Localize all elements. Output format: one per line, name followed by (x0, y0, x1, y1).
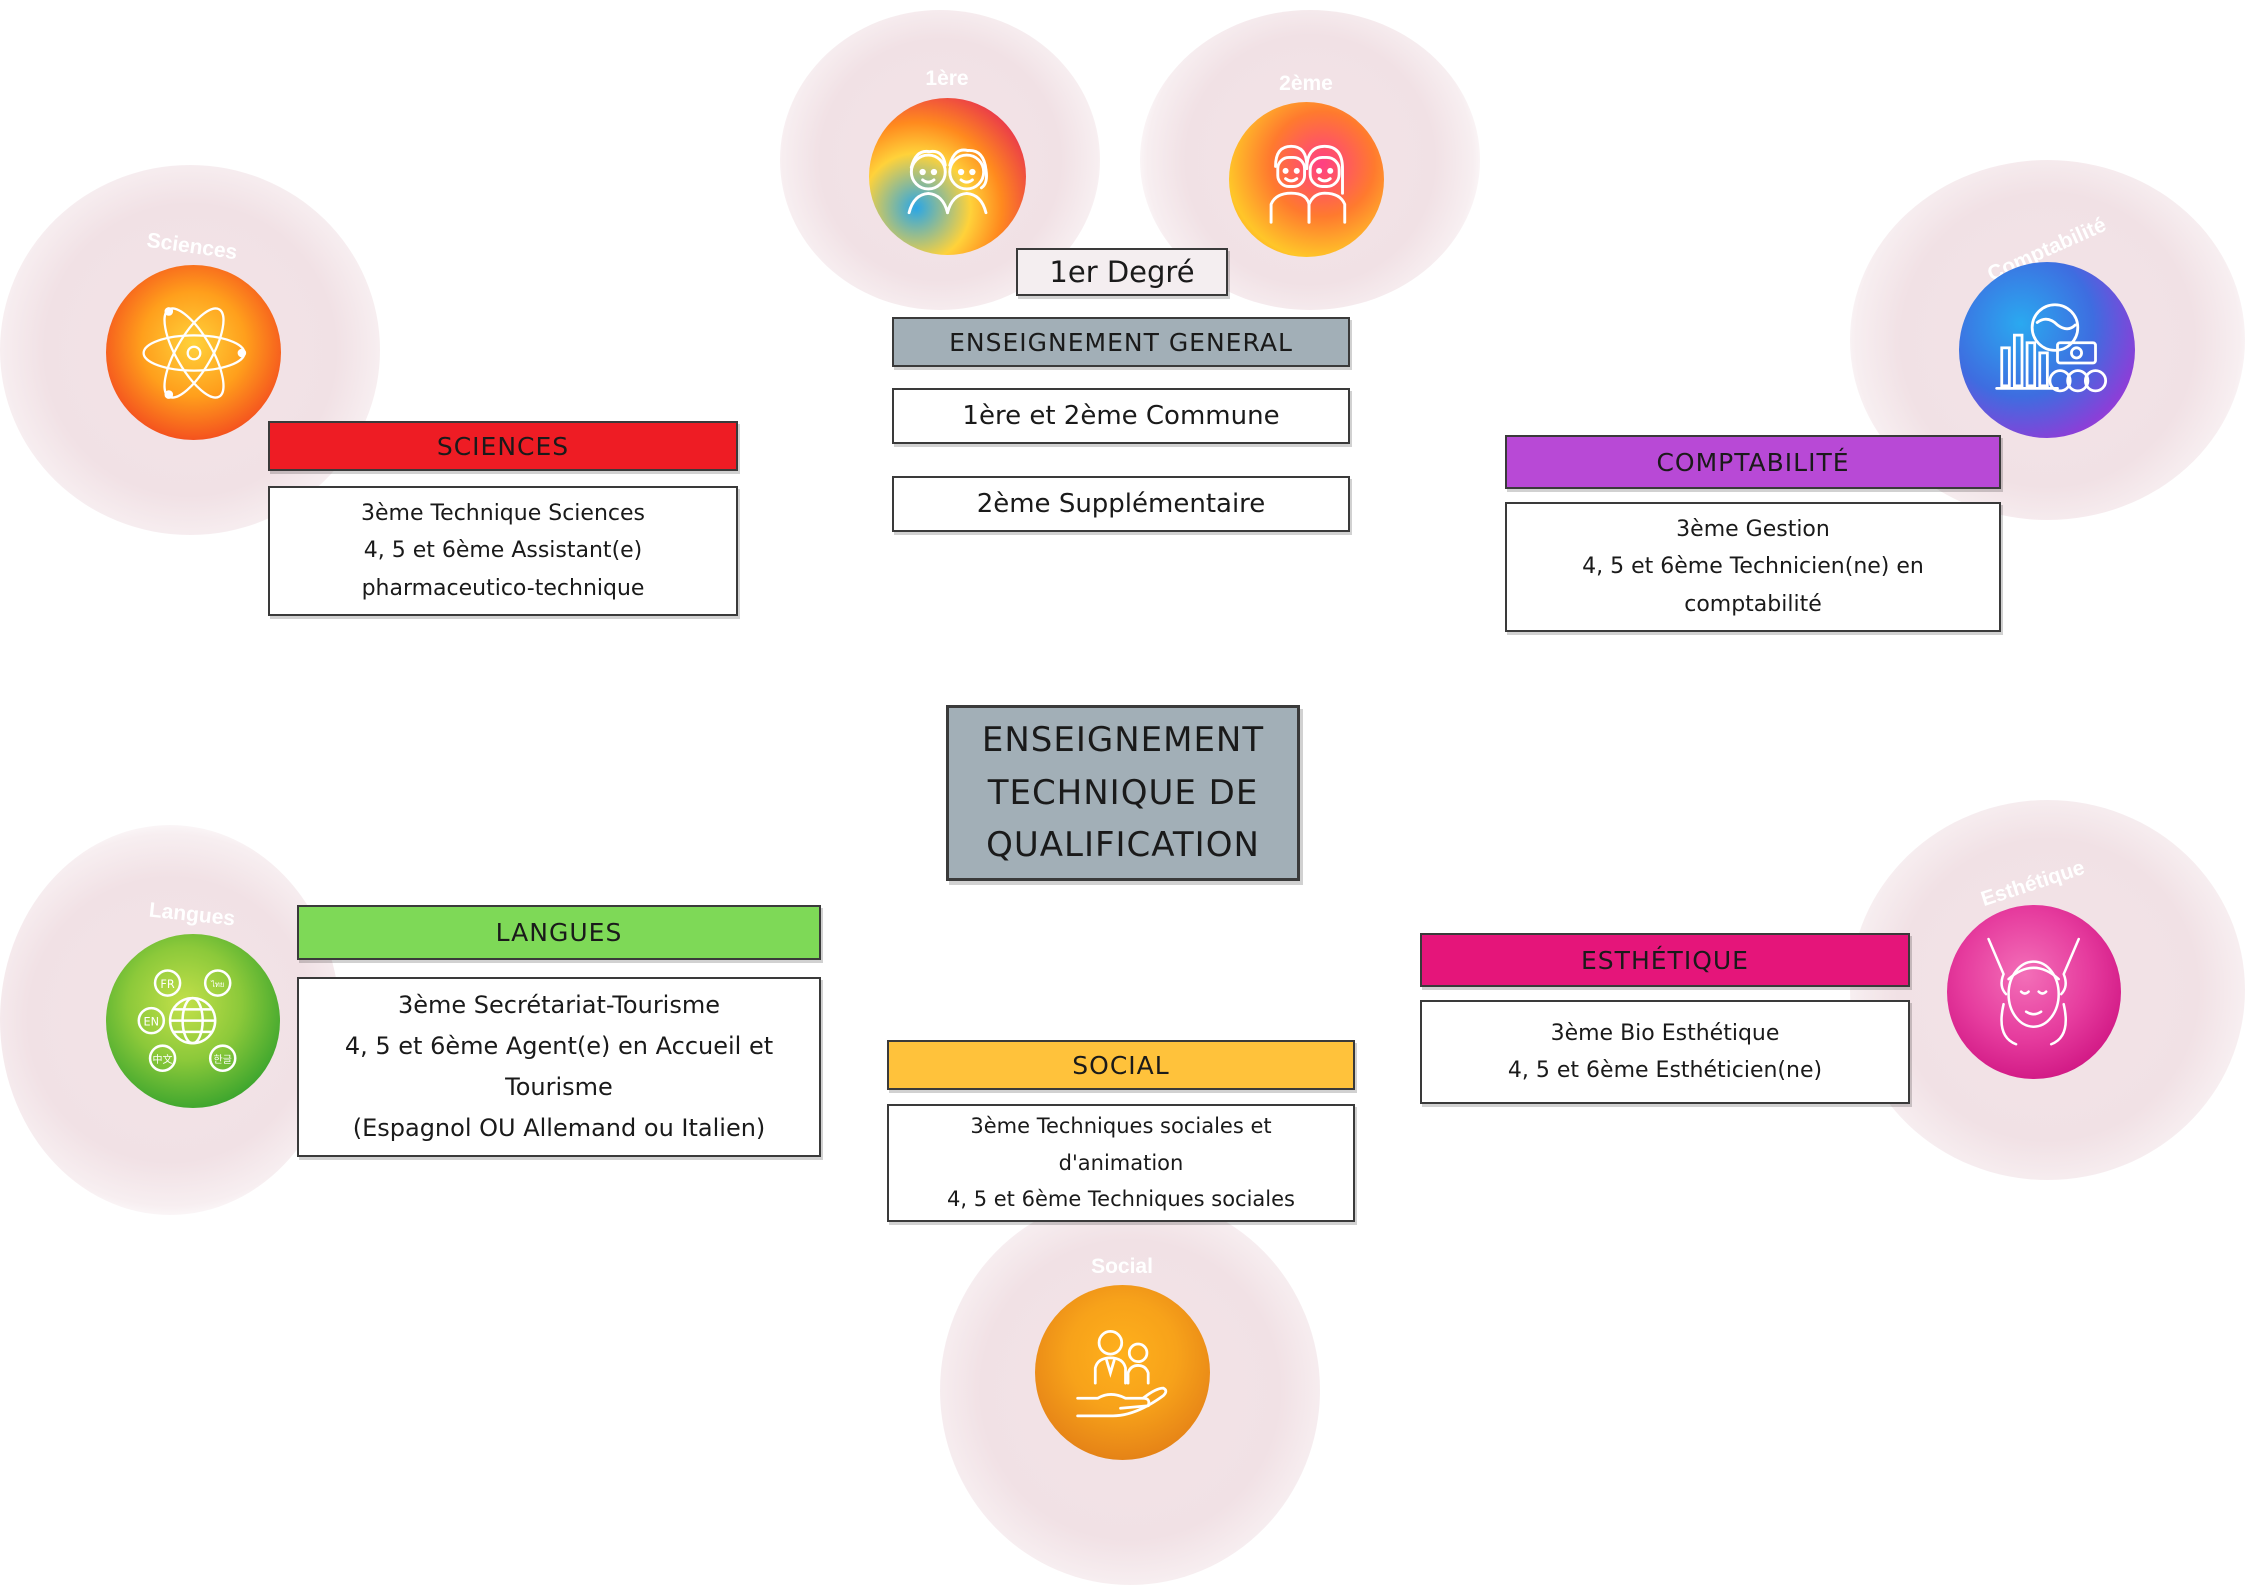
lang-tag-zh: 中文 (153, 1054, 173, 1067)
langues-line: (Espagnol OU Allemand ou Italien) (352, 1113, 766, 1142)
premiere-label: 1ère (925, 67, 969, 90)
langues-header-text: LANGUES (495, 918, 623, 947)
center-line-2: TECHNIQUE DE (987, 772, 1259, 813)
lang-tag-thai: ไทย (210, 980, 224, 989)
lang-tag-ko: 한글 (214, 1055, 232, 1067)
sciences-line: 3ème Technique Sciences (360, 500, 645, 526)
face-care-icon (1947, 905, 2121, 1079)
esthetique-line: 4, 5 et 6ème Esthéticien(ne) (1507, 1058, 1823, 1083)
general-header-text: ENSEIGNEMENT GENERAL (949, 327, 1293, 357)
langues-line: 4, 5 et 6ème Agent(e) en Accueil et (344, 1032, 774, 1061)
social-header: SOCIAL (887, 1040, 1355, 1090)
center-title: ENSEIGNEMENT TECHNIQUE DE QUALIFICATION (946, 705, 1300, 881)
sciences-header: SCIENCES (268, 421, 738, 471)
languages-globe-icon: FR ไทย EN 中文 한글 (106, 934, 280, 1108)
esthetique-header: ESTHÉTIQUE (1420, 933, 1910, 987)
langues-header: LANGUES (297, 905, 821, 960)
comptabilite-header: COMPTABILITÉ (1505, 435, 2001, 489)
comptabilite-body: 3ème Gestion 4, 5 et 6ème Technicien(ne)… (1505, 502, 2001, 632)
commune-box: 1ère et 2ème Commune (892, 388, 1350, 444)
esthetique-line: 3ème Bio Esthétique (1550, 1020, 1780, 1046)
center-line-1: ENSEIGNEMENT (981, 719, 1265, 760)
commune-text: 1ère et 2ème Commune (962, 401, 1280, 431)
center-line-3: QUALIFICATION (986, 825, 1260, 866)
helping-hand-icon (1035, 1285, 1210, 1460)
atom-icon (106, 265, 281, 440)
supplementaire-text: 2ème Supplémentaire (976, 489, 1266, 519)
deuxieme-label: 2ème (1279, 72, 1333, 95)
esthetique-body: 3ème Bio Esthétique 4, 5 et 6ème Esthéti… (1420, 1000, 1910, 1104)
social-header-text: SOCIAL (1072, 1050, 1170, 1080)
teens-icon (1229, 102, 1384, 257)
comptabilite-line: 4, 5 et 6ème Technicien(ne) en (1582, 554, 1924, 580)
langues-body: 3ème Secrétariat-Tourisme 4, 5 et 6ème A… (297, 977, 821, 1157)
comptabilite-header-text: COMPTABILITÉ (1656, 447, 1850, 477)
sciences-header-text: SCIENCES (436, 431, 570, 461)
social-line: d'animation (1058, 1150, 1184, 1175)
lang-tag-en: EN (144, 1016, 160, 1029)
esthetique-header-text: ESTHÉTIQUE (1581, 945, 1749, 975)
children-icon (869, 98, 1026, 255)
degree-label: 1er Degré (1016, 248, 1228, 296)
social-line: 3ème Techniques sociales et (970, 1113, 1272, 1138)
social-body: 3ème Techniques sociales et d'animation … (887, 1104, 1355, 1222)
langues-line: Tourisme (505, 1073, 613, 1101)
langues-line: 3ème Secrétariat-Tourisme (398, 991, 720, 1020)
comptabilite-line: comptabilité (1684, 591, 1822, 617)
supplementaire-box: 2ème Supplémentaire (892, 476, 1350, 532)
sciences-line: pharmaceutico-technique (361, 575, 645, 601)
sciences-line: 4, 5 et 6ème Assistant(e) (363, 538, 643, 564)
lang-tag-fr: FR (161, 978, 175, 991)
social-line: 4, 5 et 6ème Techniques sociales (947, 1187, 1295, 1212)
degree-label-text: 1er Degré (1049, 255, 1195, 289)
social-label: Social (1091, 1255, 1153, 1278)
general-header: ENSEIGNEMENT GENERAL (892, 317, 1350, 367)
finance-icon (1959, 262, 2135, 438)
sciences-body: 3ème Technique Sciences 4, 5 et 6ème Ass… (268, 486, 738, 616)
comptabilite-line: 3ème Gestion (1676, 516, 1830, 542)
